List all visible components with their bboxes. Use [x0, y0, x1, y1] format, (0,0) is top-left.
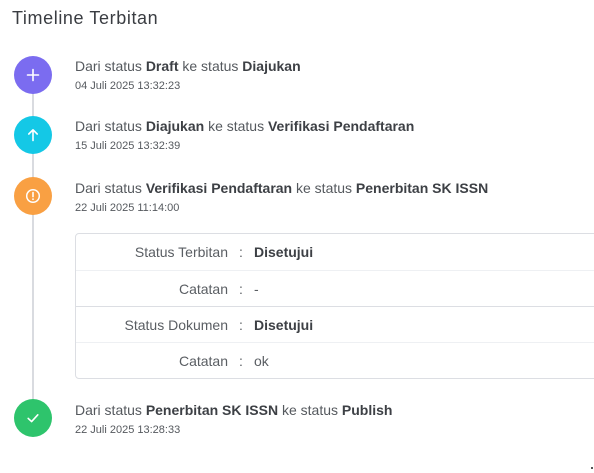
detail-value: - [254, 281, 259, 297]
arrow-up-icon [26, 128, 40, 142]
event-timestamp: 22 Juli 2025 13:28:33 [75, 424, 181, 436]
detail-value: Disetujui [254, 244, 314, 260]
detail-row-status-terbitan: Status Terbitan : Disetujui [76, 234, 594, 270]
event-title: Dari status Verifikasi Pendaftaran ke st… [75, 179, 488, 197]
detail-colon: : [239, 281, 243, 297]
event-prefix: Dari status [75, 180, 142, 196]
event-to-status: Penerbitan SK ISSN [355, 180, 489, 196]
event-to-status: Verifikasi Pendaftaran [267, 118, 415, 134]
event-middle: ke status [182, 58, 239, 74]
detail-row-catatan-dokumen: Catatan : ok [76, 342, 594, 378]
event-timestamp: 22 Juli 2025 11:14:00 [75, 202, 180, 214]
detail-colon: : [239, 317, 243, 333]
check-icon [26, 411, 40, 425]
timeline-marker-draft [14, 56, 52, 94]
detail-label: Status Dokumen [124, 317, 229, 333]
event-middle: ke status [281, 402, 338, 418]
detail-colon: : [239, 244, 243, 260]
event-timestamp: 04 Juli 2025 13:32:23 [75, 80, 181, 92]
timeline-event-publish: Dari status Penerbitan SK ISSN ke status… [75, 401, 392, 437]
event-title: Dari status Penerbitan SK ISSN ke status… [75, 401, 392, 419]
detail-label: Catatan [178, 281, 228, 297]
timeline-marker-publish [14, 399, 52, 437]
timeline-rail [32, 76, 34, 418]
status-detail-card: Status Terbitan : Disetujui Catatan : - … [75, 233, 594, 379]
event-prefix: Dari status [75, 118, 142, 134]
event-timestamp: 15 Juli 2025 13:32:39 [75, 140, 181, 152]
event-from-status: Verifikasi Pendaftaran [145, 180, 293, 196]
timeline-marker-diajukan [14, 116, 52, 154]
timeline-marker-verifikasi [14, 177, 52, 215]
detail-row-catatan-terbitan: Catatan : - [76, 270, 594, 307]
plus-icon [26, 68, 40, 82]
event-middle: ke status [296, 180, 353, 196]
detail-row-status-dokumen: Status Dokumen : Disetujui [76, 306, 594, 343]
event-middle: ke status [208, 118, 265, 134]
detail-label: Status Terbitan [134, 244, 228, 260]
event-title: Dari status Diajukan ke status Verifikas… [75, 117, 414, 135]
detail-label: Catatan [178, 353, 228, 369]
event-prefix: Dari status [75, 402, 142, 418]
timeline-event-draft: Dari status Draft ke status Diajukan 04 … [75, 57, 301, 93]
event-to-status: Diajukan [242, 58, 301, 74]
event-from-status: Draft [145, 58, 179, 74]
corner-dot [591, 467, 593, 469]
detail-colon: : [239, 353, 243, 369]
detail-value: ok [254, 353, 269, 369]
event-title: Dari status Draft ke status Diajukan [75, 57, 301, 75]
event-prefix: Dari status [75, 58, 142, 74]
timeline-event-verifikasi: Dari status Verifikasi Pendaftaran ke st… [75, 179, 488, 215]
alert-circle-icon [25, 188, 41, 204]
timeline-event-diajukan: Dari status Diajukan ke status Verifikas… [75, 117, 414, 153]
detail-value: Disetujui [254, 317, 314, 333]
event-from-status: Diajukan [145, 118, 205, 134]
event-from-status: Penerbitan SK ISSN [145, 402, 279, 418]
event-to-status: Publish [341, 402, 393, 418]
page-title: Timeline Terbitan [12, 8, 159, 28]
